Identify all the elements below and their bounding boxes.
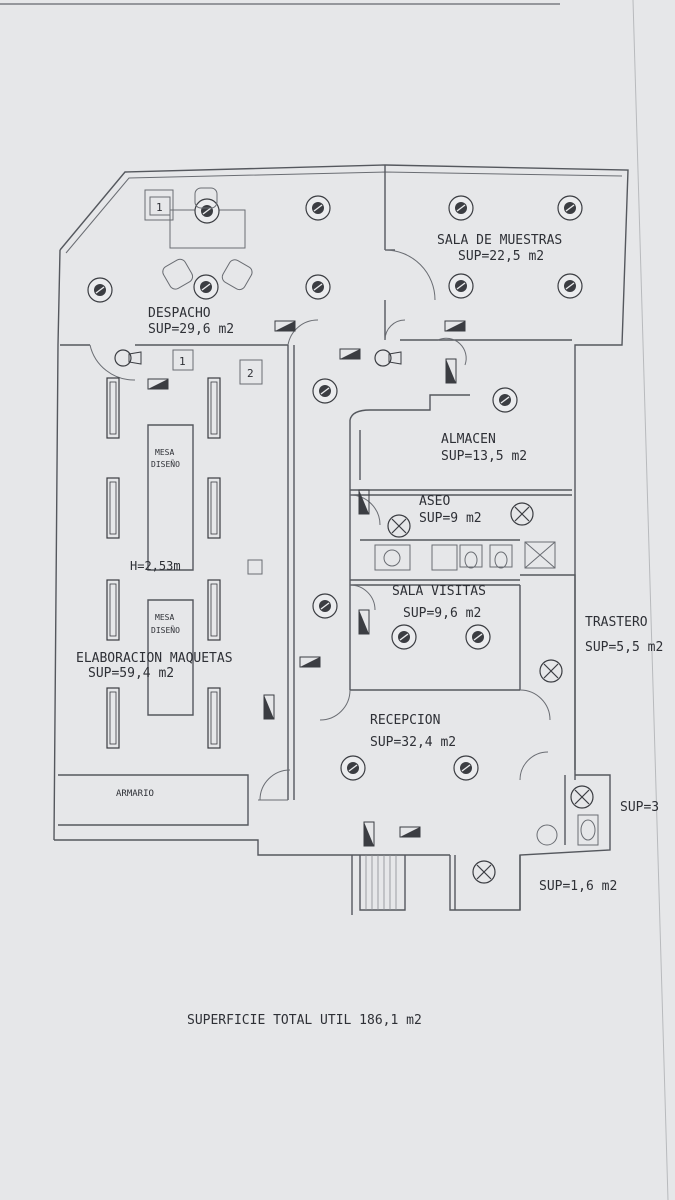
fan-icon [570,785,594,809]
room-name-trastero: TRASTERO [585,615,648,630]
switch-icon [339,348,361,360]
office-furniture [144,187,263,575]
fan-icon [472,860,496,884]
doors [89,249,551,801]
switch-icon [299,656,321,668]
sanitary-fixtures [374,541,599,846]
light-icon [340,755,366,781]
room-name-aseo: ASEO [419,494,450,509]
tube-icon [207,687,221,749]
ceiling-lights [87,195,583,781]
mesa-2-line2: DISEÑO [151,625,180,635]
tube-icon [106,477,120,539]
room-area-elaboracion: SUP=59,4 m2 [88,666,174,681]
small-area-3: SUP=3 [620,800,659,815]
light-icon [312,593,338,619]
room-name-almacen: ALMACEN [441,432,496,447]
outer-walls [53,164,629,911]
fan-icon [539,659,563,683]
tube-icon [207,477,221,539]
switch-icon [399,826,421,838]
marker-1a: 1 [156,201,163,214]
switch-icon [363,821,375,847]
extractor-fans [387,502,594,884]
switch-icon [274,320,296,332]
switch-icon [358,609,370,635]
switch-icon [445,358,457,384]
light-icon [453,755,479,781]
interior-walls [58,165,576,910]
tube-icon [207,377,221,439]
light-icon [312,378,338,404]
room-name-despacho: DESPACHO [148,306,211,321]
room-area-sala-visitas: SUP=9,6 m2 [403,606,481,621]
light-icon [305,195,331,221]
markers: 1 1 2 [149,196,263,385]
light-icon [193,274,219,300]
light-icon [194,198,220,224]
light-icon [465,624,491,650]
fan-icon [387,514,411,538]
marker-2: 2 [247,367,254,380]
switch-icon [263,694,275,720]
room-area-recepcion: SUP=32,4 m2 [370,735,456,750]
light-icon [391,624,417,650]
switch-icon [147,378,169,390]
mesa-1-line2: DISEÑO [151,459,180,469]
light-icon [492,387,518,413]
room-labels: DESPACHO SUP=29,6 m2 SALA DE MUESTRAS SU… [76,233,663,894]
small-area-1-6: SUP=1,6 m2 [539,879,617,894]
room-area-almacen: SUP=13,5 m2 [441,449,527,464]
switch-icon [444,320,466,332]
room-area-trastero: SUP=5,5 m2 [585,640,663,655]
room-name-sala-muestras: SALA DE MUESTRAS [437,233,562,248]
mesa-1-line1: MESA [155,448,174,457]
armario-label: ARMARIO [116,789,154,799]
room-name-elaboracion: ELABORACION MAQUETAS [76,651,233,666]
switch-icon [374,349,402,367]
light-icon [557,195,583,221]
tube-icon [106,377,120,439]
switch-icon [114,349,142,367]
mesa-2-line1: MESA [155,613,174,622]
marker-1b: 1 [179,355,186,368]
light-icon [448,195,474,221]
light-icon [448,273,474,299]
room-name-sala-visitas: SALA VISITAS [392,584,486,599]
entrance-stairs [351,855,406,915]
fan-icon [510,502,534,526]
total-area: SUPERFICIE TOTAL UTIL 186,1 m2 [187,1013,422,1028]
tube-icon [106,579,120,641]
electric-switches [114,320,466,847]
light-icon [87,277,113,303]
room-area-sala-muestras: SUP=22,5 m2 [458,249,544,264]
tube-icon [106,687,120,749]
light-icon [557,273,583,299]
tube-icon [207,579,221,641]
switch-icon [358,489,370,515]
room-area-aseo: SUP=9 m2 [419,511,482,526]
ceiling-height: H=2,53m [130,559,181,573]
fluorescent-tubes [106,377,221,749]
light-icon [305,274,331,300]
room-area-despacho: SUP=29,6 m2 [148,322,234,337]
room-name-recepcion: RECEPCION [370,713,440,728]
